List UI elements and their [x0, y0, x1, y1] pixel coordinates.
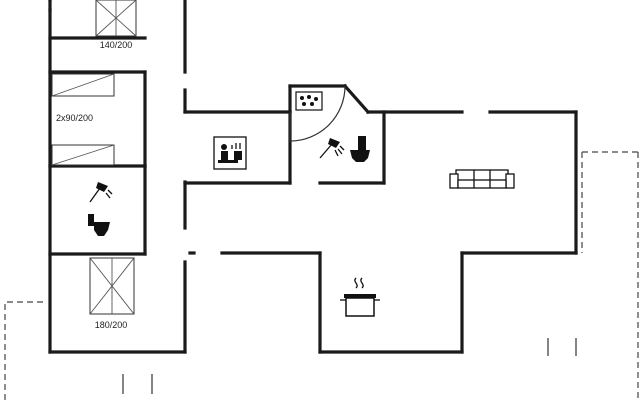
bed-top — [95, 0, 137, 37]
terrace-outline — [4, 151, 640, 400]
whirlpool-icon — [295, 91, 323, 111]
walls — [48, 0, 578, 354]
sauna-icon — [213, 136, 247, 170]
toilet-icon — [350, 136, 370, 162]
toilet-icon — [88, 214, 110, 236]
bed-bottom — [89, 257, 135, 315]
bed-label-middle: 2x90/200 — [56, 113, 93, 123]
shower-icon — [319, 138, 345, 159]
sofa-icon — [449, 169, 515, 189]
bed-label-bottom: 180/200 — [95, 320, 128, 330]
bed-middle — [51, 73, 115, 166]
bed-label-top: 140/200 — [100, 40, 133, 50]
cooking-pot-icon — [340, 277, 380, 317]
shower-icon — [89, 182, 113, 203]
door-swing — [289, 85, 346, 142]
